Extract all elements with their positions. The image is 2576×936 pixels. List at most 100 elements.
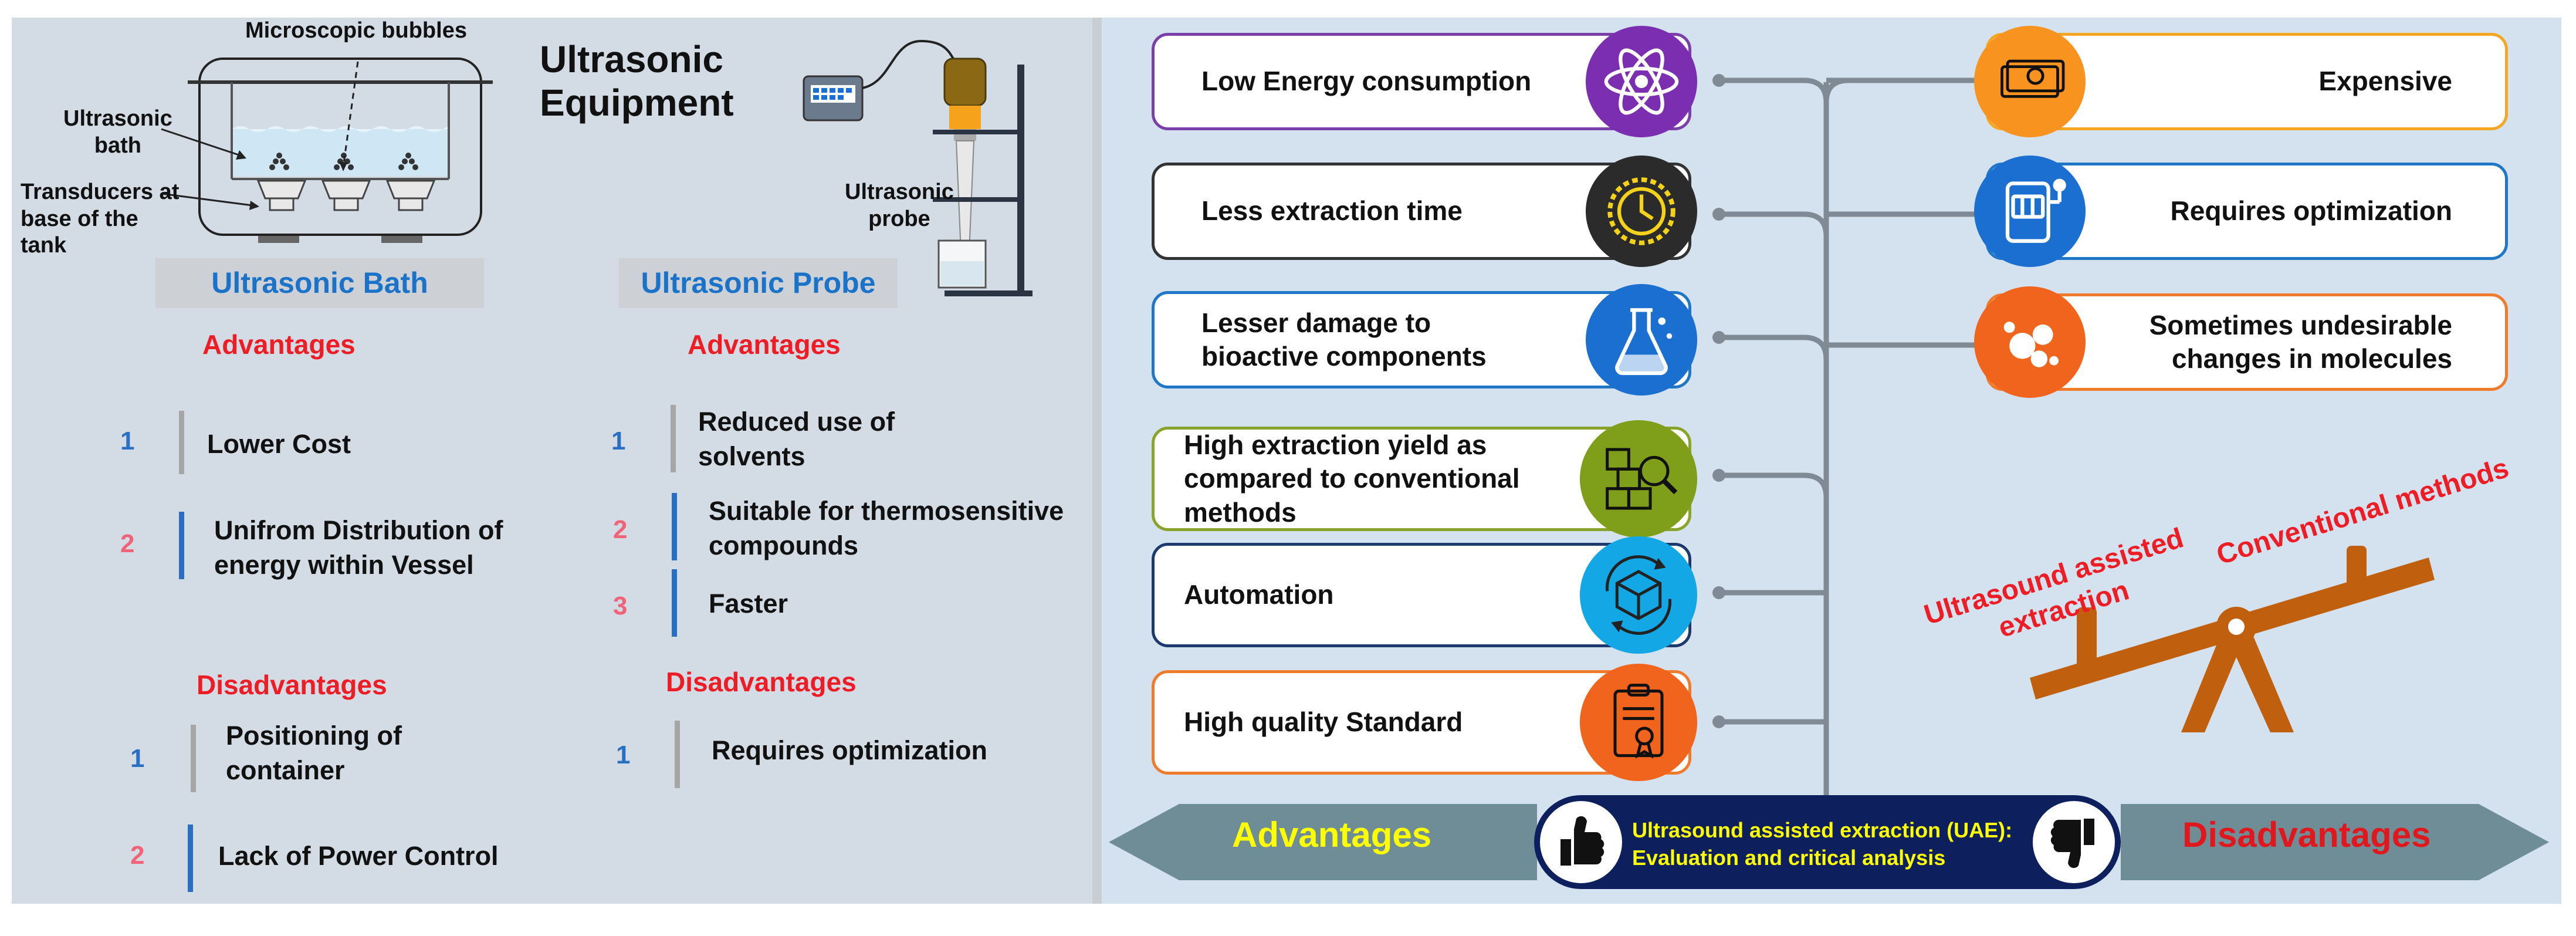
- advantage-icon-circle-6: [1580, 664, 1697, 781]
- ultrasonic-probe-illustration: [803, 39, 1033, 296]
- disadvantage-text-3-line2: changes in molecules: [2171, 343, 2452, 374]
- label-ultrasonic-probe-line2: probe: [868, 206, 930, 231]
- probe-advantages-heading: Advantages: [688, 329, 841, 360]
- uae-center-line1: Ultrasound assisted extraction (UAE):: [1632, 818, 2013, 842]
- advantage-text-6: High quality Standard: [1184, 673, 1463, 772]
- transducer-arrow: [161, 192, 259, 210]
- uae-center-banner: [1534, 795, 2121, 889]
- bath-advantage-2-line1: Unifrom Distribution of: [214, 515, 503, 545]
- advantage-text-4-line2: compared to conventional: [1184, 463, 1520, 494]
- label-transducers-line3: tank: [21, 233, 67, 258]
- probe-advantage-2-number: 2: [613, 515, 628, 544]
- advantage-text-2-line1: Less extraction time: [1201, 195, 1463, 227]
- slot-machine-icon: [2005, 178, 2066, 243]
- advantage-icon-circle-4: [1580, 420, 1697, 538]
- label-ultrasonic-bath-line2: bath: [94, 133, 142, 158]
- advantage-text-2: Less extraction time: [1201, 165, 1463, 257]
- label-ultrasonic-probe-line1: Ultrasonic: [845, 180, 954, 204]
- advantage-text-4-line1: High extraction yield as: [1184, 429, 1487, 460]
- advantage-text-1: Low Energy consumption: [1201, 36, 1531, 127]
- disadvantage-text-3-line1: Sometimes undesirable: [2149, 309, 2452, 340]
- probe-advantage-1-line1: Reduced use of: [698, 407, 895, 437]
- bath-disadvantage-2-number: 2: [130, 841, 145, 870]
- advantage-icon-circle-3: [1586, 284, 1697, 396]
- label-microscopic-bubbles: Microscopic bubbles: [245, 18, 467, 43]
- seesaw-illustration: [2030, 546, 2435, 732]
- probe-disadvantage-1-number: 1: [616, 741, 631, 769]
- molecules-icon: [2003, 322, 2059, 367]
- label-ultrasonic-probe: Ultrasonic probe: [845, 179, 954, 232]
- uae-center-text: Ultrasound assisted extraction (UAE): Ev…: [1632, 817, 2012, 872]
- certificate-icon: [1613, 684, 1664, 759]
- bath-arrow: [161, 128, 246, 160]
- advantage-icon-circle-5: [1580, 536, 1697, 654]
- thumbs-up-circle: [1540, 801, 1622, 883]
- probe-advantage-2-line1: Suitable for thermosensitive: [709, 496, 1064, 526]
- bath-disadvantage-2-bar: [188, 825, 193, 892]
- flask-icon: [1615, 308, 1673, 376]
- bath-advantages-heading: Advantages: [202, 329, 356, 360]
- probe-advantage-3-bar: [672, 569, 677, 637]
- advantages-arrow-banner: [1109, 804, 1537, 880]
- bath-advantage-2-text: Unifrom Distribution of energy within Ve…: [214, 513, 503, 582]
- money-icon: [2000, 59, 2065, 98]
- bath-disadvantage-1-line2: container: [226, 755, 345, 785]
- bath-advantage-1-number: 1: [120, 427, 135, 455]
- probe-disadvantages-heading: Disadvantages: [666, 667, 857, 697]
- disadvantage-text-1-line1: Expensive: [2318, 66, 2452, 97]
- probe-advantage-2-bar: [672, 493, 677, 560]
- label-transducers-line1: Transducers at: [21, 180, 180, 204]
- advantage-text-3-line1: Lesser damage to: [1201, 307, 1431, 338]
- advantage-icon-circle-2: [1586, 156, 1697, 267]
- probe-advantage-3-text: Faster: [709, 589, 788, 619]
- bath-section-title: Ultrasonic Bath: [155, 258, 484, 308]
- boxes-search-icon: [1606, 448, 1678, 510]
- advantage-text-3-line2: bioactive components: [1201, 341, 1487, 371]
- disadvantage-icon-circle-1: [1974, 26, 2086, 137]
- disadvantage-text-1: Expensive: [2318, 36, 2452, 127]
- disadvantages-banner-label: Disadvantages: [2182, 815, 2431, 854]
- bath-disadvantage-1-bar: [191, 725, 196, 792]
- equipment-title-line2: Equipment: [540, 81, 734, 124]
- probe-section-title: Ultrasonic Probe: [619, 258, 898, 308]
- disadvantage-text-2-line1: Requires optimization: [2170, 195, 2452, 227]
- equipment-title: Ultrasonic Equipment: [540, 38, 734, 124]
- probe-advantage-1-number: 1: [611, 427, 626, 455]
- probe-disadvantage-1-text: Requires optimization: [712, 735, 988, 765]
- bath-disadvantages-heading: Disadvantages: [197, 670, 387, 700]
- bath-disadvantage-1-text: Positioning of container: [226, 719, 402, 788]
- label-transducers: Transducers at base of the tank: [21, 179, 179, 259]
- probe-advantage-2-text: Suitable for thermosensitive compounds: [709, 494, 1064, 563]
- disadvantage-icon-circle-2: [1974, 156, 2086, 267]
- bath-advantage-1-bar: [179, 411, 184, 474]
- advantage-text-6-line1: High quality Standard: [1184, 707, 1463, 738]
- equipment-title-line1: Ultrasonic: [540, 38, 723, 80]
- disadvantages-arrow-banner: [2121, 804, 2549, 880]
- label-ultrasonic-bath: Ultrasonic bath: [63, 106, 172, 159]
- bath-advantage-2-number: 2: [120, 529, 135, 558]
- uae-center-line2: Evaluation and critical analysis: [1632, 845, 1946, 870]
- bath-advantage-2-line2: energy within Vessel: [214, 549, 474, 580]
- bath-disadvantage-1-number: 1: [130, 744, 145, 773]
- bath-advantage-1-text: Lower Cost: [207, 429, 351, 459]
- bath-disadvantage-2-text: Lack of Power Control: [218, 841, 499, 871]
- advantage-icon-circle-1: [1586, 26, 1697, 137]
- disadvantage-text-2: Requires optimization: [2171, 165, 2452, 257]
- probe-advantage-3-number: 3: [613, 592, 628, 620]
- advantage-text-4-line3: methods: [1184, 496, 1297, 528]
- thumbs-up-icon: [1561, 816, 1605, 866]
- clock-icon: [1607, 177, 1675, 245]
- probe-advantage-1-bar: [671, 405, 676, 472]
- disadvantage-icon-circle-3: [1974, 286, 2086, 398]
- thumbs-down-circle: [2033, 801, 2115, 883]
- advantages-banner-label: Advantages: [1232, 815, 1432, 854]
- box-cycle-icon: [1605, 555, 1672, 635]
- label-transducers-line2: base of the: [21, 206, 138, 231]
- panel-divider: [1092, 18, 1102, 904]
- advantage-text-5: Automation: [1184, 546, 1334, 644]
- advantage-text-1-line1: Low Energy consumption: [1201, 66, 1532, 97]
